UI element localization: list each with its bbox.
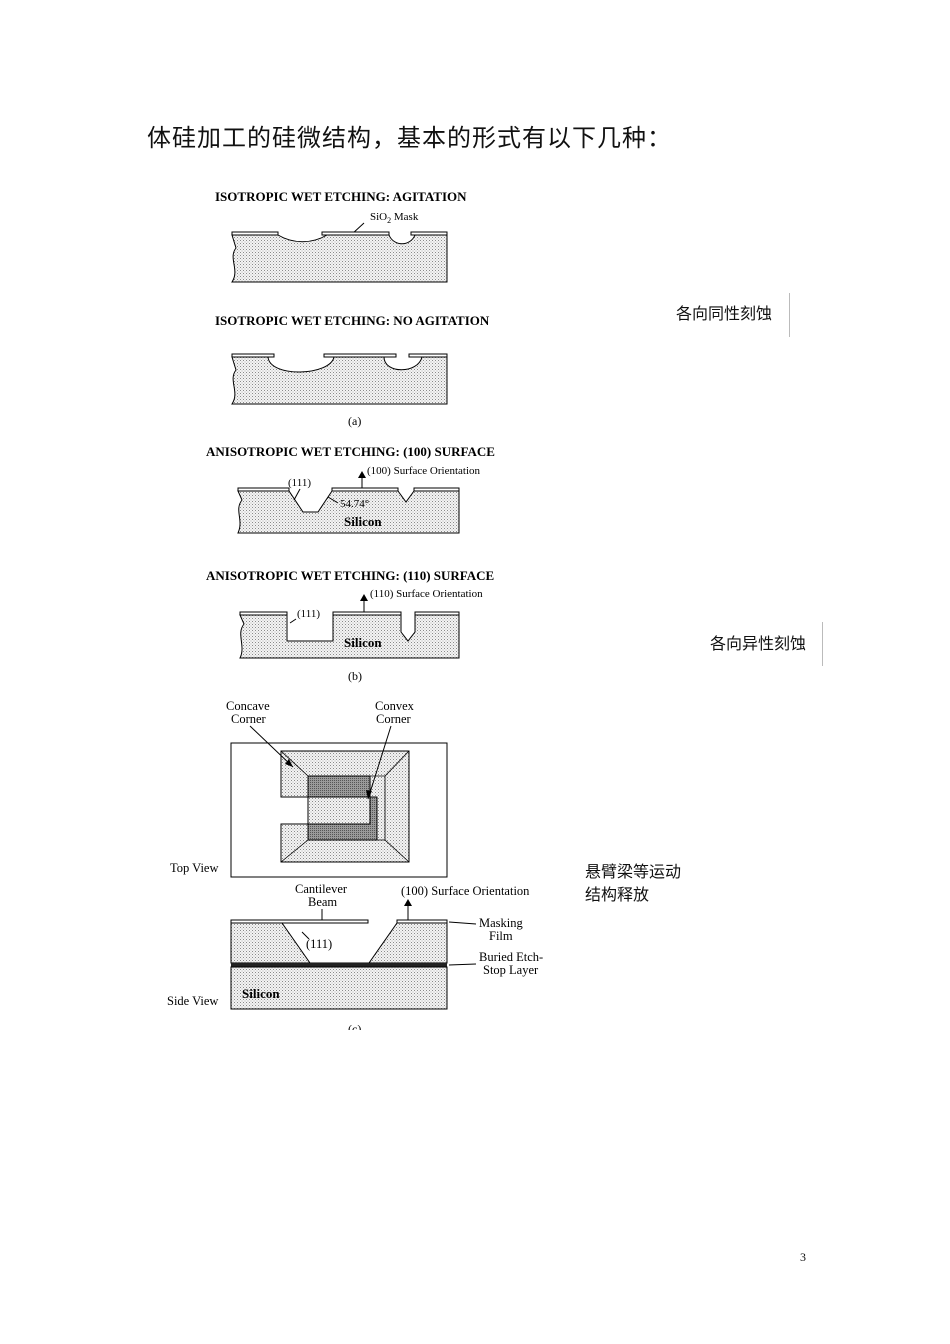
side-orient-label: (100) Surface Orientation	[401, 884, 530, 898]
convex-label1: Convex	[375, 699, 415, 713]
silicon1-label: Silicon	[344, 514, 382, 529]
fig-a-no-agitation: ISOTROPIC WET ETCHING: NO AGITATION (a)	[215, 313, 490, 428]
note-isotropic: 各向同性刻蚀	[676, 304, 773, 323]
note-divider	[789, 293, 790, 337]
fig-a-title1: ISOTROPIC WET ETCHING: AGITATION	[215, 189, 467, 204]
page-number: 3	[800, 1250, 806, 1264]
masking-label2: Film	[489, 929, 513, 943]
buried-label1: Buried Etch-	[479, 950, 543, 964]
masking-label1: Masking	[479, 916, 524, 930]
concave-arrow	[249, 725, 294, 768]
orient-arrow-head	[358, 471, 366, 478]
concave-label1: Concave	[226, 699, 270, 713]
plane1-label: (111)	[288, 477, 311, 489]
fig-b-caption: (b)	[348, 669, 362, 683]
orient1-label: (100) Surface Orientation	[367, 465, 481, 477]
silicon-lower	[230, 966, 448, 1010]
masking-arrow	[448, 921, 477, 925]
sio2-mask	[231, 353, 448, 358]
fig-c-side-view: Cantilever Beam (100) Surface Orientatio…	[167, 882, 543, 1040]
fig-b-110: ANISOTROPIC WET ETCHING: (110) SURFACE (…	[206, 568, 494, 683]
cantilever-label1: Cantilever	[295, 882, 348, 896]
angle-label: 54.74°	[340, 498, 369, 510]
note-divider	[822, 622, 823, 666]
note-anisotropic: 各向异性刻蚀	[710, 634, 807, 653]
silicon-substrate	[239, 614, 460, 659]
side-view-label: Side View	[167, 994, 218, 1008]
fig-b-100: ANISOTROPIC WET ETCHING: (100) SURFACE (…	[206, 444, 495, 534]
fig-b-title2: ANISOTROPIC WET ETCHING: (110) SURFACE	[206, 568, 494, 583]
fig-a-title2: ISOTROPIC WET ETCHING: NO AGITATION	[215, 313, 490, 328]
concave-label2: Corner	[231, 712, 267, 726]
silicon-upper	[230, 922, 448, 964]
note-release-line2: 结构释放	[585, 885, 650, 904]
angle-arrow	[327, 496, 339, 504]
note-release: 悬臂梁等运动 结构释放	[585, 860, 681, 906]
fig-a-agitation: ISOTROPIC WET ETCHING: AGITATION SiO2 Ma…	[215, 189, 467, 283]
silicon-substrate	[231, 356, 448, 405]
silicon2-label: Silicon	[344, 635, 382, 650]
orient-arrow-head	[360, 594, 368, 601]
fig-c-top-view: Concave Corner Convex Corner Top View	[170, 699, 448, 878]
sio2-mask	[231, 231, 448, 236]
side-silicon-label: Silicon	[242, 986, 280, 1001]
mask-film	[239, 611, 460, 616]
buried-etch-stop	[231, 963, 447, 967]
page-heading: 体硅加工的硅微结构，基本的形式有以下几种：	[147, 124, 672, 152]
note-release-line1: 悬臂梁等运动	[585, 862, 682, 881]
cantilever-label2: Beam	[308, 895, 337, 909]
cantilever-beam-top	[307, 775, 378, 841]
caption-crop	[300, 1030, 420, 1040]
orient2-label: (110) Surface Orientation	[370, 588, 483, 600]
masking-film	[396, 919, 448, 924]
buried-label2: Stop Layer	[483, 963, 539, 977]
fig-b-title1: ANISOTROPIC WET ETCHING: (100) SURFACE	[206, 444, 495, 459]
plane2-label: (111)	[297, 608, 320, 620]
buried-arrow	[448, 963, 477, 966]
silicon-substrate	[231, 234, 448, 283]
mask-film	[237, 487, 460, 492]
convex-label2: Corner	[376, 712, 412, 726]
side-plane-label: (111)	[306, 937, 332, 951]
mask-label: SiO2 Mask	[370, 211, 419, 225]
plane1-arrow	[293, 488, 301, 501]
cantilever-beam-side	[230, 919, 369, 924]
fig-a-caption: (a)	[348, 414, 361, 428]
plane2-arrow	[289, 618, 297, 624]
silicon-substrate	[237, 490, 460, 534]
convex-arrow	[367, 725, 392, 800]
top-view-label: Top View	[170, 861, 219, 875]
